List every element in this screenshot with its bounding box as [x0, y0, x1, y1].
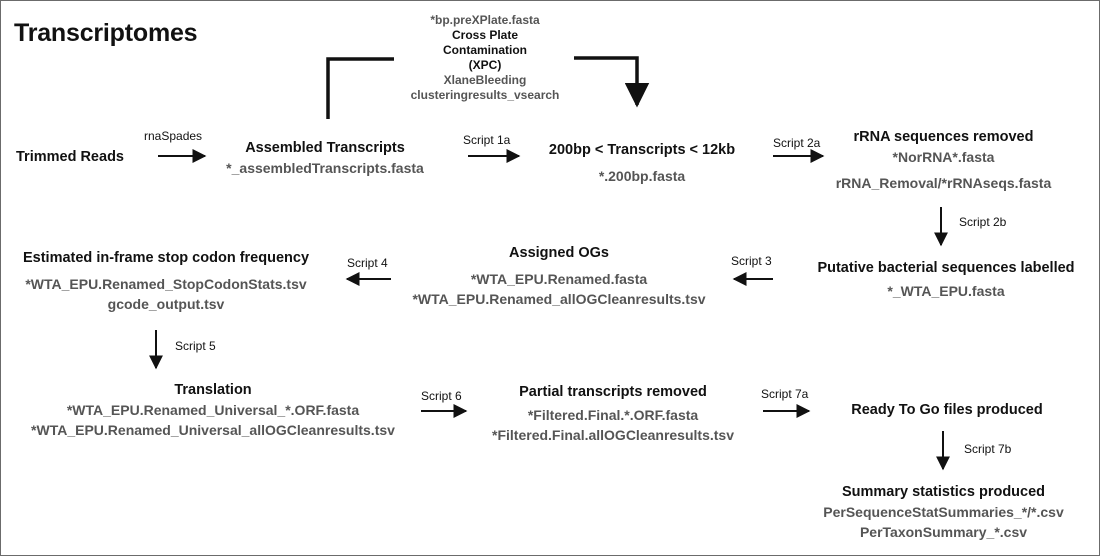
node-assembled-transcripts: Assembled Transcripts *_assembledTranscr…	[209, 139, 441, 178]
node-heading: Trimmed Reads	[16, 149, 124, 165]
node-heading: Translation	[174, 382, 252, 398]
node-heading-line: Contamination	[443, 43, 527, 57]
node-heading: Putative bacterial sequences labelled	[817, 260, 1075, 276]
edge-label-script-4: Script 4	[347, 256, 388, 270]
edge-label-script-6: Script 6	[421, 389, 462, 403]
node-ready-to-go: Ready To Go files produced	[831, 401, 1063, 420]
node-stop-codon: Estimated in-frame stop codon frequency …	[7, 249, 325, 314]
node-heading: Summary statistics produced	[841, 484, 1046, 500]
file-name: *WTA_EPU.Renamed_allOGCleanresults.tsv	[412, 291, 706, 307]
file-name: *Filtered.Final.*.ORF.fasta	[527, 407, 699, 423]
file-name: *WTA_EPU.Renamed_Universal_*.ORF.fasta	[66, 402, 360, 418]
edge-label-script-3: Script 3	[731, 254, 772, 268]
node-length-filter: 200bp < Transcripts < 12kb *.200bp.fasta	[522, 141, 762, 186]
node-heading: Assembled Transcripts	[245, 140, 405, 156]
node-translation: Translation *WTA_EPU.Renamed_Universal_*…	[9, 381, 417, 440]
node-heading: Ready To Go files produced	[851, 402, 1043, 418]
node-heading-line: Cross Plate	[451, 28, 519, 42]
node-trimmed-reads: Trimmed Reads	[16, 148, 124, 167]
node-summary-statistics: Summary statistics produced PerSequenceS…	[801, 483, 1086, 542]
edge-label-script-7b: Script 7b	[964, 442, 1012, 456]
file-name: *.200bp.fasta	[598, 168, 686, 184]
file-name: PerSequenceStatSummaries_*/*.csv	[823, 504, 1064, 520]
file-name: *_WTA_EPU.fasta	[887, 283, 1005, 299]
file-name: *NorRNA*.fasta	[892, 149, 995, 165]
node-xpc: *bp.preXPlate.fasta Cross Plate Contamin…	[385, 13, 585, 103]
edge-label-script-7a: Script 7a	[761, 387, 809, 401]
xpc-bypass-connector	[326, 57, 394, 119]
node-bacterial-labelled: Putative bacterial sequences labelled *_…	[801, 259, 1091, 301]
node-heading: Assigned OGs	[509, 245, 609, 261]
file-name: *_assembledTranscripts.fasta	[226, 160, 424, 176]
node-heading: Estimated in-frame stop codon frequency	[22, 250, 310, 266]
arrow-xpc-to-length-filter	[574, 56, 650, 108]
node-heading: 200bp < Transcripts < 12kb	[548, 142, 736, 158]
node-partial-removed: Partial transcripts removed *Filtered.Fi…	[473, 383, 753, 445]
file-name: gcode_output.tsv	[107, 296, 225, 312]
node-heading: Partial transcripts removed	[519, 384, 707, 400]
edge-label-script-5: Script 5	[175, 339, 216, 353]
edge-label-script-1a: Script 1a	[463, 133, 511, 147]
node-heading: rRNA sequences removed	[853, 129, 1034, 145]
node-assigned-ogs: Assigned OGs *WTA_EPU.Renamed.fasta *WTA…	[394, 244, 724, 309]
edge-label-rnaspades: rnaSpades	[144, 129, 203, 143]
file-name: XlaneBleeding	[443, 73, 527, 87]
file-name: *WTA_EPU.Renamed_Universal_allOGCleanres…	[31, 422, 395, 438]
file-name: *WTA_EPU.Renamed.fasta	[470, 271, 648, 287]
diagram-title: Transcriptomes	[14, 19, 198, 47]
file-name: PerTaxonSummary_*.csv	[859, 524, 1028, 540]
file-name: *Filtered.Final.allOGCleanresults.tsv	[492, 427, 734, 443]
file-name: rRNA_Removal/*rRNAseqs.fasta	[835, 175, 1052, 191]
file-name: *WTA_EPU.Renamed_StopCodonStats.tsv	[25, 276, 307, 292]
edge-label-script-2a: Script 2a	[773, 136, 821, 150]
edge-label-script-2b: Script 2b	[959, 215, 1007, 229]
file-name: *bp.preXPlate.fasta	[430, 13, 540, 27]
node-heading-line: (XPC)	[468, 58, 502, 72]
node-rrna-removed: rRNA sequences removed *NorRNA*.fasta rR…	[821, 128, 1066, 193]
file-name: clusteringresults_vsearch	[410, 88, 560, 102]
